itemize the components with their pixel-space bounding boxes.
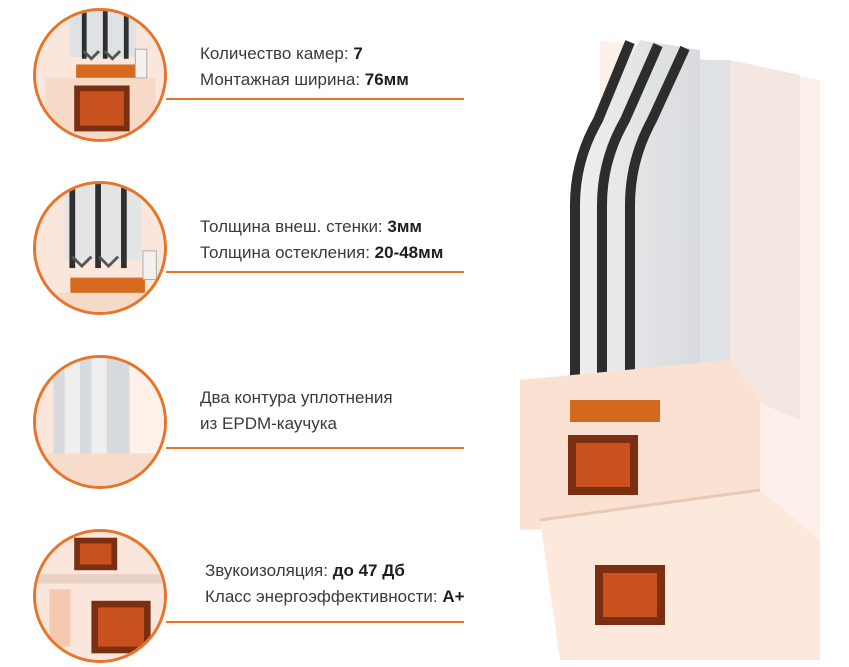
spec-value: 20-48мм: [374, 243, 444, 262]
window-profile-cutaway: [520, 40, 820, 660]
seal-detail: [33, 355, 167, 489]
connector-line-1: [166, 98, 464, 100]
spec-label: из EPDM-каучука: [200, 414, 337, 433]
connector-line-2: [166, 271, 464, 273]
spec-label: Количество камер:: [200, 44, 354, 63]
spec-line: Количество камер: 7: [200, 41, 409, 67]
spec-value: 76мм: [364, 70, 409, 89]
spec-line: Толщина внеш. стенки: 3мм: [200, 214, 443, 240]
spec-seal: Два контура уплотнения из EPDM-каучука: [200, 385, 393, 437]
spec-label: Два контура уплотнения: [200, 388, 393, 407]
connector-line-4: [166, 621, 464, 623]
spec-label: Звукоизоляция:: [205, 561, 333, 580]
spec-value: до 47 Дб: [332, 561, 405, 580]
seal-icon: [36, 358, 164, 486]
frame-chambers-detail: [33, 8, 167, 142]
spec-line: Монтажная ширина: 76мм: [200, 67, 409, 93]
spec-line: Звукоизоляция: до 47 Дб: [205, 558, 465, 584]
glazing-icon: [36, 184, 164, 312]
spec-label: Толщина внеш. стенки:: [200, 217, 388, 236]
spec-line: из EPDM-каучука: [200, 411, 393, 437]
spec-glazing: Толщина внеш. стенки: 3мм Толщина остекл…: [200, 214, 443, 266]
sound-insulation-detail: [33, 529, 167, 663]
spec-label: Монтажная ширина:: [200, 70, 365, 89]
glazing-detail: [33, 181, 167, 315]
spec-line: Класс энергоэффективности: А+: [205, 584, 465, 610]
window-profile-image: [500, 20, 840, 660]
spec-value: 7: [353, 44, 363, 63]
sound-insulation-icon: [36, 532, 164, 660]
spec-label: Класс энергоэффективности:: [205, 587, 443, 606]
spec-chambers: Количество камер: 7 Монтажная ширина: 76…: [200, 41, 409, 93]
frame-chambers-icon: [36, 11, 164, 139]
spec-label: Толщина остекления:: [200, 243, 375, 262]
spec-value: А+: [442, 587, 465, 606]
spec-value: 3мм: [387, 217, 422, 236]
spec-line: Толщина остекления: 20-48мм: [200, 240, 443, 266]
spec-line: Два контура уплотнения: [200, 385, 393, 411]
spec-sound: Звукоизоляция: до 47 Дб Класс энергоэффе…: [205, 558, 465, 610]
connector-line-3: [166, 447, 464, 449]
